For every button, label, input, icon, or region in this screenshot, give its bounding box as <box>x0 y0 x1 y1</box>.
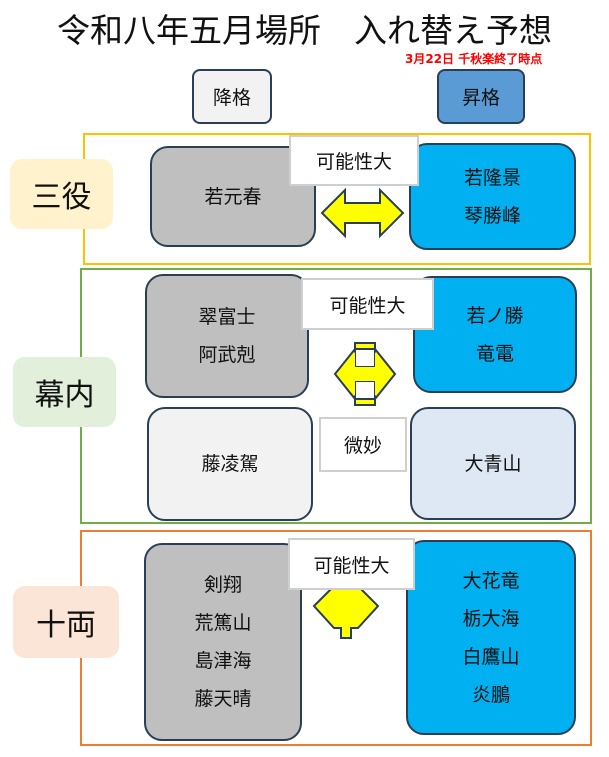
makuuchi-demotion-box: 翠富士 阿武剋 <box>145 274 309 398</box>
wrestler-name: 炎鵬 <box>471 683 510 706</box>
wrestler-name: 大花竜 <box>462 569 520 592</box>
likelihood-label: 微妙 <box>319 417 407 472</box>
sanyaku-demotion-box: 若元春 <box>150 146 316 247</box>
wrestler-name: 島津海 <box>194 650 252 672</box>
juryo-promotion-box: 大花竜 栃大海 白鷹山 炎鵬 <box>406 540 576 735</box>
makuuchi-promotion-box: 若ノ勝 竜電 <box>413 276 577 393</box>
rank-label-makuuchi: 幕内 <box>13 357 116 427</box>
promotion-header: 昇格 <box>437 69 525 124</box>
wrestler-name: 荒篤山 <box>194 612 252 634</box>
exchange-arrow-icon <box>320 187 405 239</box>
wrestler-name: 白鷹山 <box>462 645 520 668</box>
sanyaku-promotion-box: 若隆景 琴勝峰 <box>409 143 576 250</box>
wrestler-name: 若ノ勝 <box>466 304 524 327</box>
wrestler-name: 若隆景 <box>463 166 521 189</box>
wrestler-name: 翠富士 <box>198 306 256 328</box>
makuuchi-borderline-promotion-box: 大青山 <box>410 407 576 520</box>
likelihood-label: 可能性大 <box>288 538 415 590</box>
wrestler-name: 竜電 <box>475 342 514 365</box>
rank-label-sanyaku: 三役 <box>10 159 113 229</box>
wrestler-name: 栃大海 <box>462 607 520 630</box>
wrestler-name: 阿武剋 <box>198 344 256 366</box>
wrestler-name: 藤天晴 <box>194 688 252 710</box>
rank-label-juryo: 十両 <box>13 586 119 658</box>
demotion-header: 降格 <box>192 69 272 124</box>
exchange-arrow-icon <box>333 342 397 406</box>
makuuchi-borderline-demotion-box: 藤凌駕 <box>147 407 313 521</box>
page-title: 令和八年五月場所 入れ替え予想 <box>57 11 552 50</box>
juryo-demotion-box: 剣翔 荒篤山 島津海 藤天晴 <box>144 543 302 741</box>
wrestler-name: 琴勝峰 <box>463 204 521 227</box>
double-arrow-shape <box>320 187 405 239</box>
exchange-arrow-icon <box>312 585 380 639</box>
as-of-date: 3月22日 千秋楽終了時点 <box>405 52 543 66</box>
likelihood-label: 可能性大 <box>289 135 419 186</box>
wrestler-name: 剣翔 <box>203 574 242 596</box>
wrestler-name: 藤凌駕 <box>201 453 259 475</box>
likelihood-label: 可能性大 <box>301 278 434 330</box>
wrestler-name: 若元春 <box>204 185 262 208</box>
wrestler-name: 大青山 <box>464 452 522 475</box>
